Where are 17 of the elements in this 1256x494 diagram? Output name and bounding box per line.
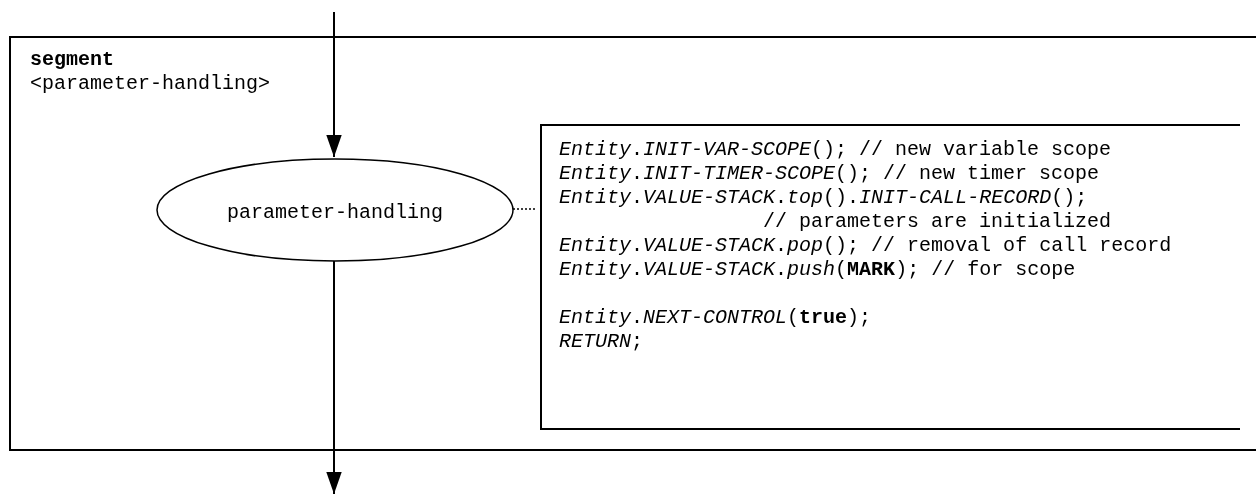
process-ellipse (156, 158, 514, 262)
comment-bracket (540, 124, 1240, 430)
code-line: // parameters are initialized (763, 210, 1112, 234)
flow-arrow (326, 260, 342, 494)
code-line: Entity.VALUE-STACK.top().INIT-CALL-RECORD(); (559, 186, 1088, 210)
code-line: Entity.INIT-VAR-SCOPE(); // new variable scope (559, 138, 1112, 162)
flow-arrow (326, 11, 342, 158)
code-line: RETURN; (559, 330, 644, 354)
code-line: Entity.INIT-TIMER-SCOPE(); // new timer scope (559, 162, 1100, 186)
segment-keyword: segment (30, 48, 114, 72)
dotted-connector (512, 208, 537, 210)
code-line: Entity.NEXT-CONTROL(true); (559, 306, 872, 330)
segment-name: <parameter-handling> (30, 72, 271, 96)
ellipse-label: parameter-handling (226, 201, 443, 225)
code-line: Entity.VALUE-STACK.pop(); // removal of call record (559, 234, 1172, 258)
code-line: Entity.VALUE-STACK.push(MARK); // for scope (559, 258, 1076, 282)
segment-frame (9, 36, 1256, 451)
